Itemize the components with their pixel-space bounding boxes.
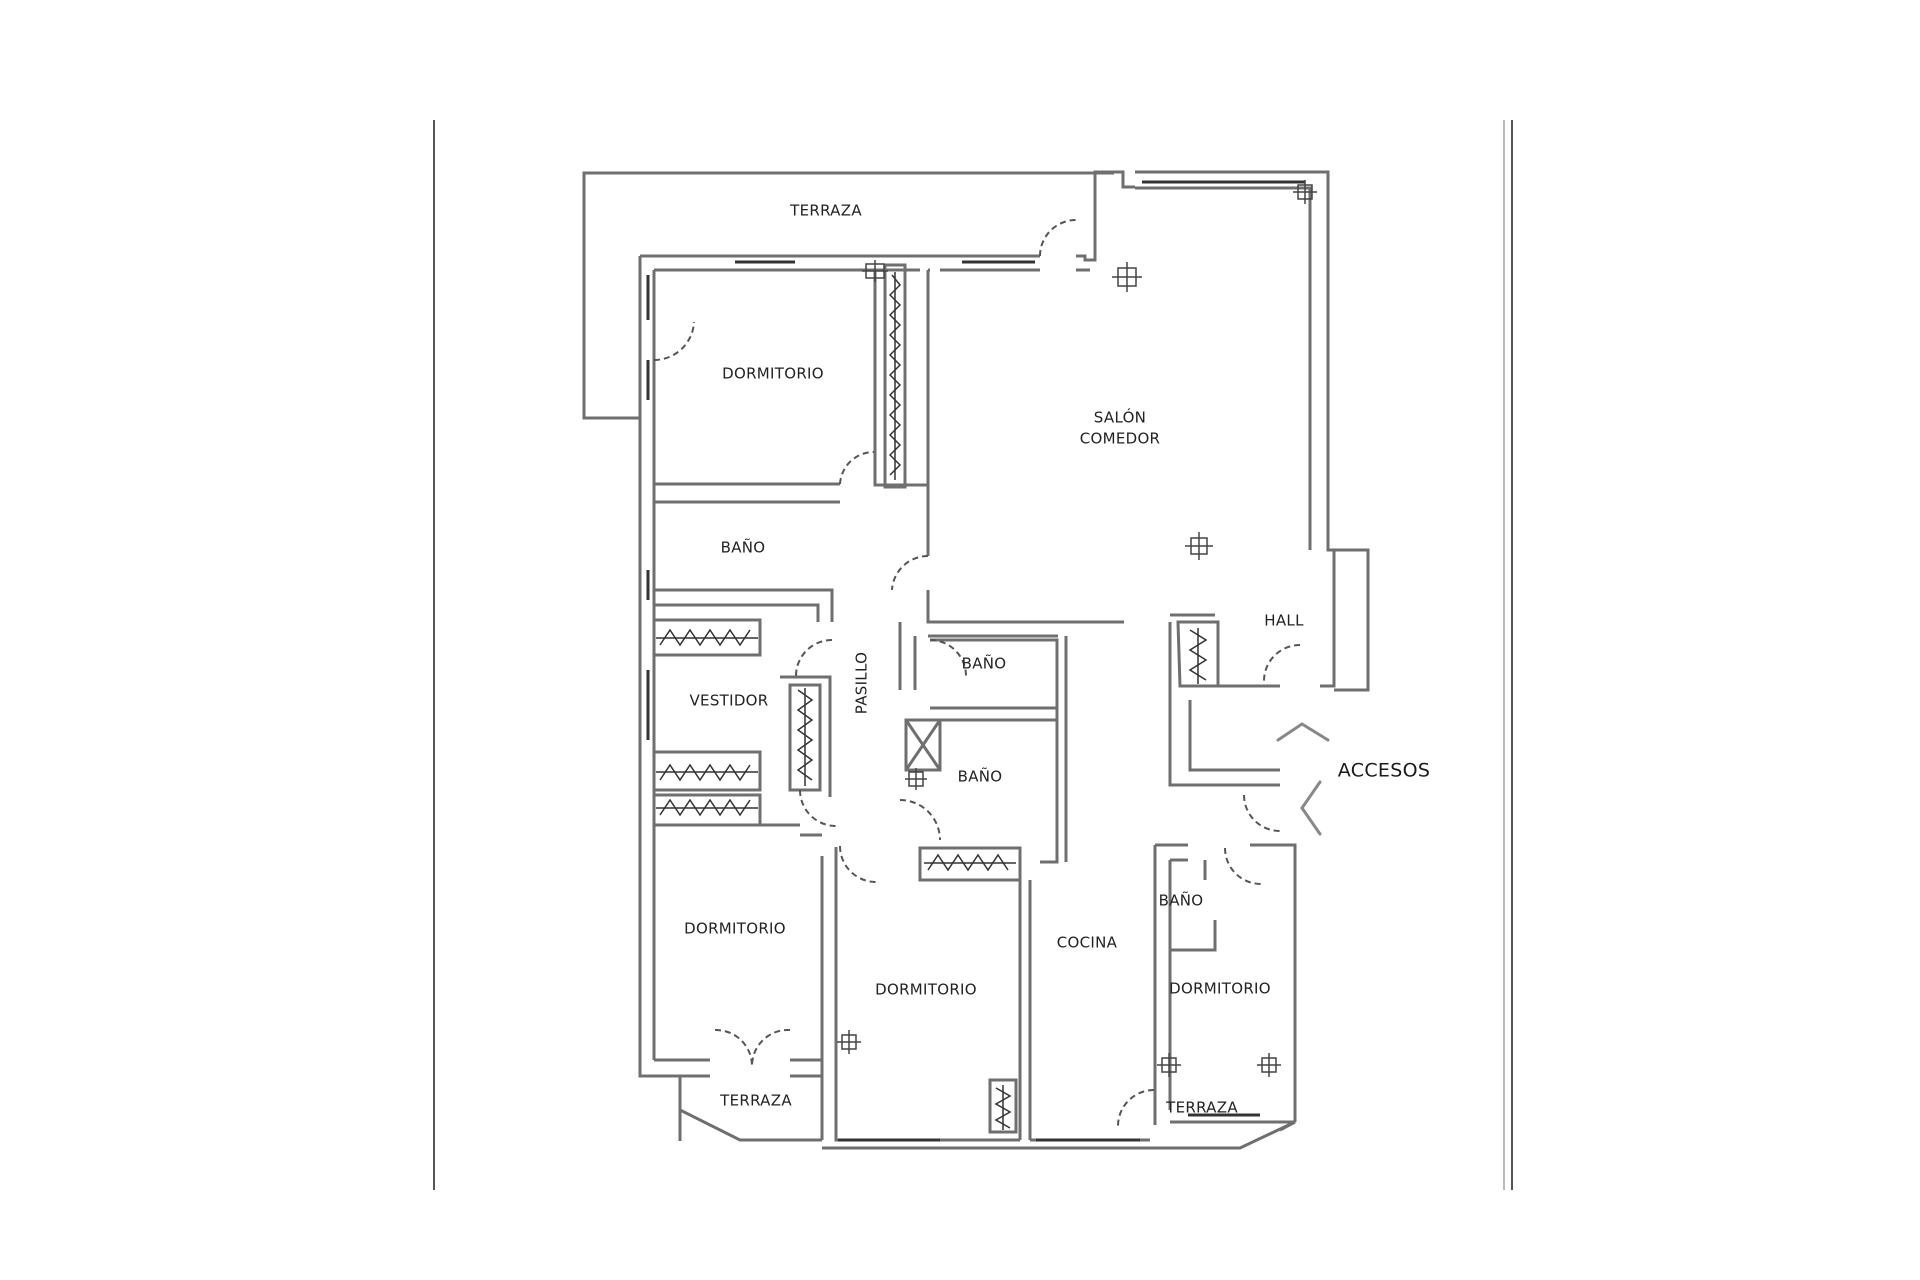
access-arrow-left-icon [1300,780,1322,836]
wall-hall-closet [1170,613,1220,688]
room-label-bano-w: BAÑO [720,538,766,557]
wall-vestidor [654,750,762,827]
terrace-top-outline [582,171,1114,420]
outer-wall-west [638,256,682,1141]
room-label-pasillo: PASILLO [852,651,871,715]
wall-dorm-sw-bottom [654,1058,822,1078]
room-label-cocina: COCINA [1056,933,1118,952]
wall-dorm-s [820,847,1032,1142]
outer-wall [640,170,1135,262]
room-label-dormitorio-s: DORMITORIO [875,980,977,999]
room-label-salon: SALÓN [1093,408,1147,427]
wall-hall-east [1320,550,1336,688]
door-swing-dorm-se [1224,847,1263,886]
wardrobe-hatch [927,853,1009,872]
access-arrow-up-icon [1276,722,1330,742]
door-swing-hall [1263,644,1301,682]
door-swing-bath-w [795,639,833,677]
door-swing-terrace [1039,219,1077,257]
wardrobe-nw [883,263,907,489]
door-swing-dorm-nw-bath [839,450,875,485]
room-label-bano-se: BAÑO [1158,891,1204,910]
shaft-center [904,718,942,772]
room-label-dormitorio-nw: DORMITORIO [722,364,824,383]
door-swing-dorm-nw [653,321,695,362]
door-swing-corridor-1 [891,554,929,591]
wall-dorm-sw-top [654,823,822,837]
column-marker [1257,1053,1281,1077]
room-label-terraza-top: TERRAZA [790,201,862,220]
door-swing-corridor-2 [929,639,967,677]
column-marker [1112,262,1142,292]
wall-bath-w [654,588,834,622]
column-marker [837,1030,861,1054]
column-marker [905,768,927,790]
room-label-dormitorio-sw: DORMITORIO [684,919,786,938]
room-label-bano-center-bottom: BAÑO [957,767,1003,786]
outer-wall-east [1135,170,1370,692]
room-label-bano-center-top: BAÑO [961,654,1007,673]
wall-pasillo-e [898,622,917,690]
bath-se [1168,860,1217,952]
wall-corridor-e [926,485,1124,638]
room-label-terraza-se: TERRAZA [1166,1098,1238,1117]
room-label-terraza-sw: TERRAZA [720,1091,792,1110]
room-label-comedor: COMEDOR [1079,429,1161,448]
column-marker [1185,532,1213,560]
door-swing-dorm-sw-a [714,1028,753,1067]
wall-closet-w [654,618,762,657]
door-swing-dorm-sw-b [750,1028,791,1067]
wardrobe-vestidor [780,675,832,797]
wall-kitchen-e [1153,845,1172,1125]
door-swing-bath-center [899,799,941,841]
wall-baths-center [930,636,1068,864]
terrace-se [1168,1120,1296,1150]
terrace-sw [678,1076,822,1142]
door-swing-access [1243,794,1281,832]
wall-nw-bed-bottom [654,482,840,504]
room-label-dormitorio-se: DORMITORIO [1169,979,1271,998]
closet-s [918,846,1022,882]
wardrobe-hatch [888,274,902,476]
door-swing-terrace-se [1117,1089,1155,1127]
column-marker [1157,1053,1181,1077]
closet-dorm-s [988,1078,1018,1134]
access-label: ACCESOS [1337,759,1431,782]
wall-hall-west [1168,622,1280,787]
room-label-hall: HALL [1264,611,1304,630]
wall-dorm-se [1155,843,1297,1122]
door-swing-dorm-s [839,845,877,883]
room-label-vestidor: VESTIDOR [689,691,769,710]
column-marker [1293,180,1317,204]
door-swing-vestidor [799,789,837,827]
column-marker [862,260,888,282]
